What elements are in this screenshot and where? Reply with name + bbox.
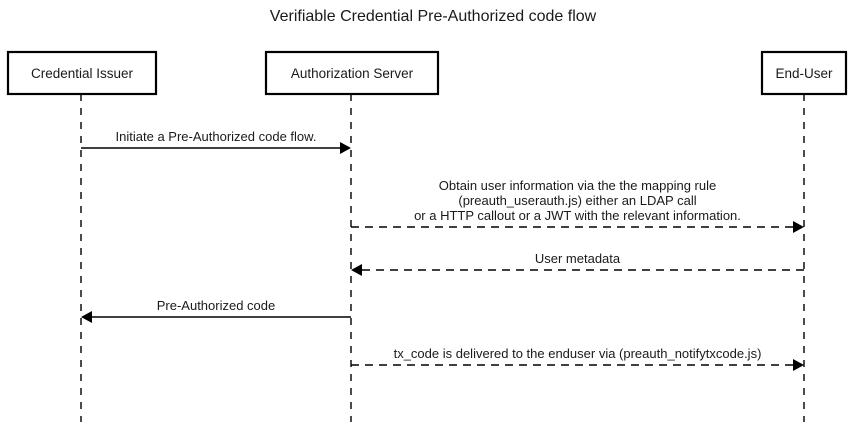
participant-box-end-user xyxy=(760,50,848,96)
message-pre-authorized-code[interactable]: Pre-Authorized code xyxy=(81,298,351,323)
participant-box-authorization-server xyxy=(264,50,440,96)
participant-box-credential-issuer xyxy=(6,50,158,96)
message-label-tx-code-delivered: tx_code is delivered to the enduser via … xyxy=(394,346,762,361)
message-user-metadata[interactable]: User metadata xyxy=(351,251,804,276)
message-label-pre-authorized-code: Pre-Authorized code xyxy=(157,298,276,313)
message-tx-code-delivered[interactable]: tx_code is delivered to the enduser via … xyxy=(351,346,804,371)
message-initiate-preauthorized-code-flow[interactable]: Initiate a Pre-Authorized code flow. xyxy=(81,129,351,154)
arrow-head-obtain-user-information xyxy=(793,221,804,233)
participant-credential-issuer[interactable]: Credential Issuer xyxy=(6,50,158,96)
participant-end-user[interactable]: End-User xyxy=(760,50,848,96)
participants-group: Credential Issuer Authorization Server End… xyxy=(6,50,848,96)
participant-label-authorization-server: Authorization Server xyxy=(291,66,414,81)
message-obtain-user-information[interactable]: Obtain user information via the the mapp… xyxy=(351,178,804,233)
arrow-head-tx-code-delivered xyxy=(793,359,804,371)
arrow-head-user-metadata xyxy=(351,264,362,276)
messages-group: Initiate a Pre-Authorized code flow. Obta… xyxy=(81,129,804,371)
page-title: Verifiable Credential Pre-Authorized cod… xyxy=(270,8,597,25)
arrow-head-initiate-preauthorized-code-flow xyxy=(340,142,351,154)
message-label-obtain-user-information: (preauth_userauth.js) either an LDAP cal… xyxy=(458,193,696,208)
message-label-initiate-preauthorized-code-flow: Initiate a Pre-Authorized code flow. xyxy=(116,129,317,144)
message-label-obtain-user-information: or a HTTP callout or a JWT with the rele… xyxy=(414,208,741,223)
participant-label-end-user: End-User xyxy=(775,66,833,81)
arrow-head-pre-authorized-code xyxy=(81,311,92,323)
participant-authorization-server[interactable]: Authorization Server xyxy=(264,50,440,96)
message-label-obtain-user-information: Obtain user information via the the mapp… xyxy=(439,178,717,193)
participant-label-credential-issuer: Credential Issuer xyxy=(31,66,134,81)
message-label-user-metadata: User metadata xyxy=(535,251,621,266)
